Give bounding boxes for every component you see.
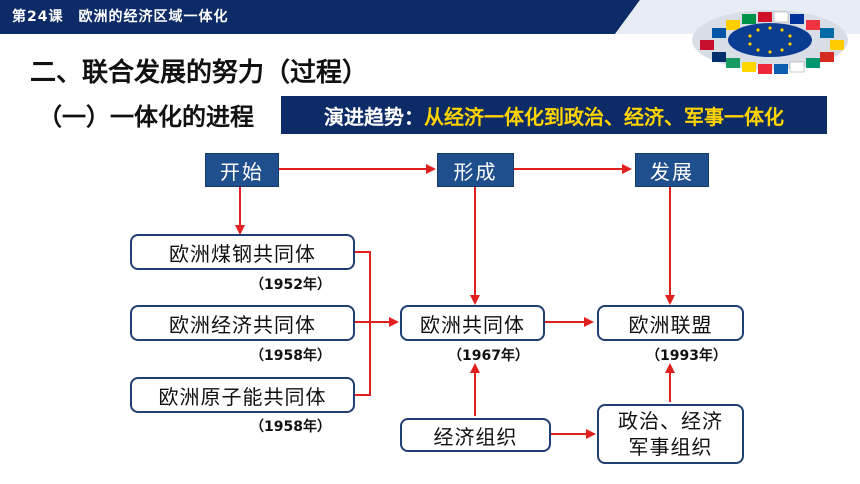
org-political-line1: 政治、经济 xyxy=(618,409,723,433)
trend-banner: 演进趋势：从经济一体化到政治、经济、军事一体化 xyxy=(281,96,827,134)
org-ecsc: 欧洲煤钢共同体 xyxy=(130,234,355,270)
stage-form: 形成 xyxy=(437,153,514,187)
trend-text: 从经济一体化到政治、经济、军事一体化 xyxy=(424,104,784,129)
stage-develop: 发展 xyxy=(635,153,709,187)
org-political-military: 政治、经济 军事组织 xyxy=(597,404,744,464)
org-euratom: 欧洲原子能共同体 xyxy=(130,377,355,413)
section-title: 二、联合发展的努力（过程） xyxy=(30,58,369,88)
year-eec: （1958年） xyxy=(250,348,331,364)
org-eec: 欧洲经济共同体 xyxy=(130,305,355,341)
org-economic: 经济组织 xyxy=(400,418,551,452)
subsection-title: （一）一体化的进程 xyxy=(38,103,254,131)
bracket-three-communities xyxy=(355,251,371,396)
year-ec: （1967年） xyxy=(448,348,529,364)
year-eu: （1993年） xyxy=(646,348,727,364)
year-euratom: （1958年） xyxy=(250,419,331,435)
lesson-title: 第24课 欧洲的经济区域一体化 xyxy=(12,9,229,25)
eu-flags-logo xyxy=(692,10,848,74)
org-ec: 欧洲共同体 xyxy=(400,305,545,341)
org-political-line2: 军事组织 xyxy=(628,435,713,459)
stage-start: 开始 xyxy=(205,153,279,187)
year-ecsc: （1952年） xyxy=(250,277,331,293)
org-eu: 欧洲联盟 xyxy=(597,305,744,341)
trend-label: 演进趋势： xyxy=(324,104,424,129)
